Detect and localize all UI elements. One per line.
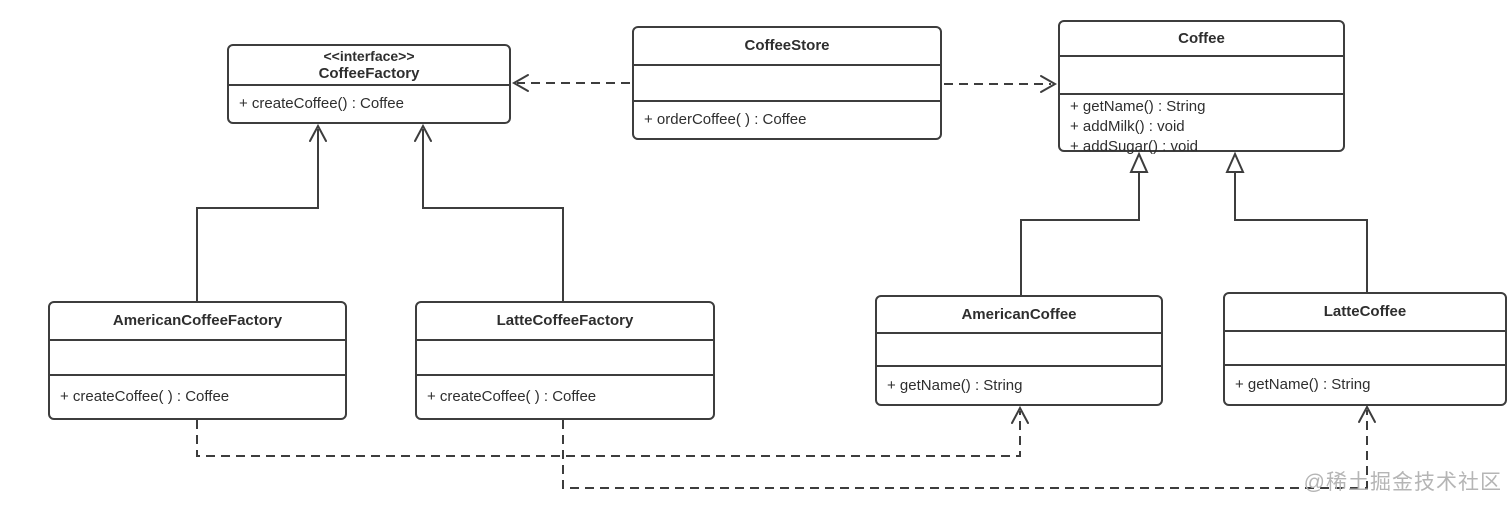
class-name: AmericanCoffee — [961, 305, 1077, 323]
class-coffee: Coffee + getName() : String + addMilk() … — [1058, 20, 1345, 155]
method-label: + getName() : String — [1235, 376, 1371, 393]
edge-lattecoffeefactory-to-coffeefactory — [414, 123, 564, 301]
method-label: + addSugar() : void — [1070, 138, 1198, 155]
method-label: + getName() : String — [1070, 98, 1206, 115]
class-name: Coffee — [1178, 29, 1225, 47]
class-lattecoffee: LatteCoffee + getName() : String — [1223, 292, 1507, 406]
watermark: @稀土掘金技术社区 — [1303, 471, 1502, 494]
class-americancoffee: AmericanCoffee + getName() : String — [875, 295, 1163, 406]
method-label: + createCoffee() : Coffee — [239, 95, 404, 112]
edge-coffeestore-to-coffee — [944, 75, 1058, 93]
class-name: CoffeeStore — [744, 37, 830, 54]
edge-lattecoffeefactory-to-lattecoffee — [562, 404, 1376, 489]
edge-americancoffee-to-coffee — [1020, 151, 1149, 295]
attributes-compartment — [50, 339, 345, 374]
class-stereotype: <<interface>> — [323, 48, 415, 64]
method-label: + addMilk() : void — [1070, 118, 1185, 135]
method-label: + orderCoffee( ) : Coffee — [644, 111, 807, 128]
attributes-compartment — [634, 64, 940, 100]
class-name: AmericanCoffeeFactory — [112, 312, 283, 329]
class-name: LatteCoffee — [1323, 303, 1407, 320]
attributes-compartment — [417, 339, 713, 374]
class-coffeestore: CoffeeStore + orderCoffee( ) : Coffee — [632, 26, 942, 140]
edge-coffeestore-to-coffeefactory — [511, 74, 630, 92]
method-label: + getName() : String — [887, 376, 1023, 394]
class-americancoffeefactory: AmericanCoffeeFactory + createCoffee( ) … — [48, 301, 347, 420]
method-label: + createCoffee( ) : Coffee — [60, 388, 230, 405]
method-label: + createCoffee( ) : Coffee — [427, 388, 597, 405]
attributes-compartment — [877, 332, 1161, 365]
edge-americancoffeefactory-to-coffeefactory — [196, 123, 327, 301]
class-lattecoffeefactory: LatteCoffeeFactory + createCoffee( ) : C… — [415, 301, 715, 420]
attributes-compartment — [1225, 330, 1505, 364]
edge-lattecoffee-to-coffee — [1225, 151, 1368, 292]
edge-americancoffeefactory-to-americancoffee — [196, 405, 1029, 457]
class-coffeefactory: <<interface>> CoffeeFactory + createCoff… — [227, 44, 511, 124]
attributes-compartment — [1060, 55, 1343, 93]
class-name: LatteCoffeeFactory — [496, 312, 634, 329]
class-name: CoffeeFactory — [318, 65, 420, 82]
